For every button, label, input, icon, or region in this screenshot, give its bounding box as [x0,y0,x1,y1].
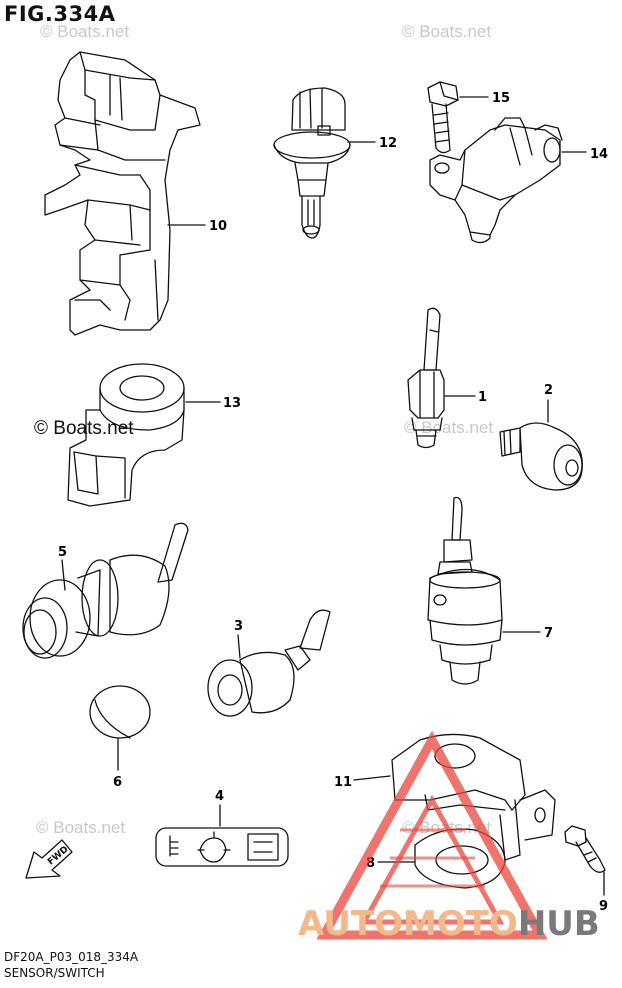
part-14-sensor [429,117,563,244]
part-number: 9 [599,899,608,914]
fwd-arrow [25,839,73,879]
part-number: 3 [234,619,243,634]
part-number: 7 [544,626,553,641]
brand-part2: HUB [517,904,600,944]
part-7-switch [427,496,503,685]
part-13-grommet [67,363,185,507]
part-6-cap [89,685,151,739]
watermark-main: © Boats.net [34,418,134,439]
brand-wordmark: AUTOMOTOHUB [298,904,600,944]
part-9-bolt [564,825,606,873]
part-number: 8 [366,856,375,871]
part-number: 10 [209,219,227,234]
part-number: 12 [379,136,397,151]
part-11-plate [391,733,556,861]
part-number: 14 [590,147,608,162]
footer-code: DF20A_P03_018_334A [4,950,139,964]
watermark: © Boats.net [40,22,130,41]
part-number: 13 [223,396,241,411]
part-12-sensor [273,87,351,239]
part-number: 6 [113,775,122,790]
watermark: © Boats.net [404,418,494,437]
part-5-sensor [22,522,189,659]
part-number: 1 [478,390,487,405]
part-number: 4 [215,789,224,804]
part-15-bolt [427,81,459,154]
watermark: © Boats.net [36,818,126,837]
part-number: 15 [492,91,510,106]
part-4-label [155,827,289,867]
watermark: © Boats.net [402,22,492,41]
part-number: 5 [58,545,67,560]
part-1-sensor [407,307,445,449]
part-number: 2 [544,383,553,398]
footer-title: SENSOR/SWITCH [4,966,105,980]
brand-logo-icon [316,730,548,940]
part-2-sensor [499,422,583,491]
figure-title: FIG.334A [4,2,116,26]
part-number: 11 [334,775,352,790]
part-3-sensor [207,609,331,717]
part-10-bracket [44,51,201,336]
brand-part1: AUTOMOTO [298,904,518,944]
